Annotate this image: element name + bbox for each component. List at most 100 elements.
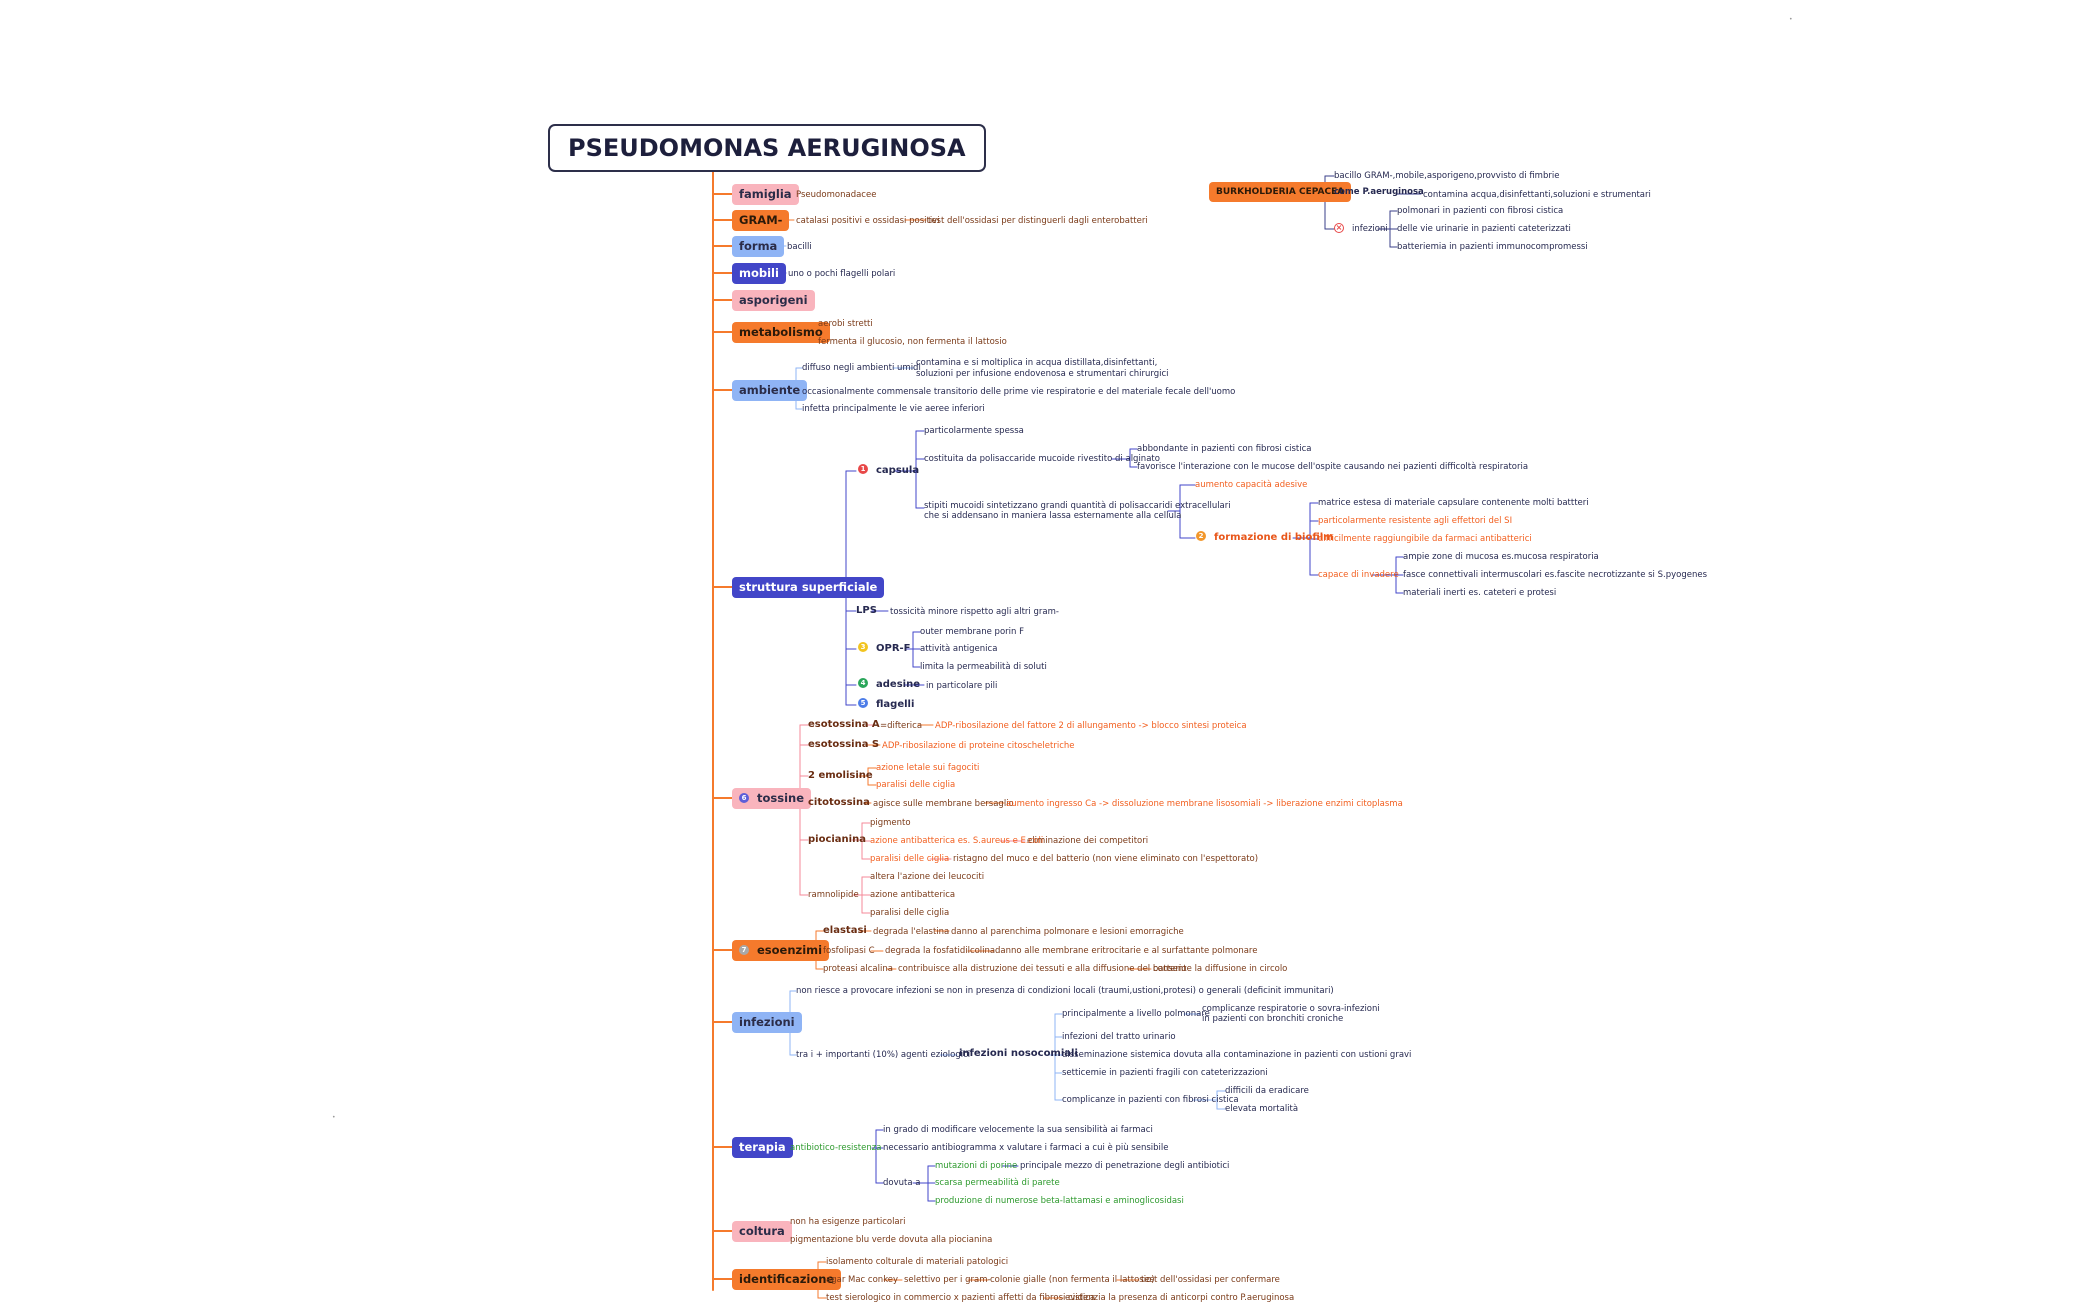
ramnolipide-leucociti[interactable]: altera l'azione dei leucociti xyxy=(870,872,985,882)
struttura-lps[interactable]: LPS xyxy=(856,605,877,616)
identificazione-colonie[interactable]: colonie gialle (non fermenta il lattosio… xyxy=(990,1275,1155,1285)
metabolismo-glucosio[interactable]: fermenta il glucosio, non fermenta il la… xyxy=(818,337,1007,347)
emolisine[interactable]: 2 emolisine xyxy=(808,770,873,781)
terapia-sensibilita[interactable]: in grado di modificare velocemente la su… xyxy=(883,1125,1153,1135)
noso-complicanze-1[interactable]: complicanze respiratorie o sovra-infezio… xyxy=(1202,1004,1380,1014)
biofilm-resistente[interactable]: particolarmente resistente agli effettor… xyxy=(1318,516,1513,526)
terapia-porine[interactable]: mutazioni di porine xyxy=(935,1161,1018,1171)
noso-urinario[interactable]: infezioni del tratto urinario xyxy=(1062,1032,1176,1042)
piocianina-ristagno[interactable]: ristagno del muco e del batterio (non vi… xyxy=(953,854,1259,864)
proteasi-circolo[interactable]: consente la diffusione in circolo xyxy=(1153,964,1288,974)
identificazione-macconkey[interactable]: agar Mac conkey xyxy=(826,1275,899,1285)
noso-complicanze-2[interactable]: in pazienti con bronchiti croniche xyxy=(1202,1014,1344,1024)
ambiente-commensale[interactable]: occasionalmente commensale transitorio d… xyxy=(802,387,1236,397)
esotossina-s[interactable]: esotossina S xyxy=(808,739,880,750)
biofilm-invadere[interactable]: capace di invadere xyxy=(1318,570,1399,580)
noso-setticemie[interactable]: setticemie in pazienti fragili con catet… xyxy=(1062,1068,1268,1078)
proteasi-distruzione[interactable]: contribuisce alla distruzione dei tessut… xyxy=(898,964,1187,974)
burkholderia-infezioni[interactable]: ×infezioni xyxy=(1334,222,1388,235)
category-identificazione[interactable]: identificazione xyxy=(732,1269,842,1290)
category-gram[interactable]: GRAM- xyxy=(732,210,790,231)
piocianina-competitori[interactable]: eliminazione dei competitori xyxy=(1027,836,1149,846)
mobili-value[interactable]: uno o pochi flagelli polari xyxy=(788,269,896,279)
elastasi-danno[interactable]: danno al parenchima polmonare e lesioni … xyxy=(951,927,1184,937)
piocianina-ciglia[interactable]: paralisi delle ciglia xyxy=(870,854,950,864)
category-coltura[interactable]: coltura xyxy=(732,1221,792,1242)
biofilm-matrice[interactable]: matrice estesa di materiale capsulare co… xyxy=(1318,498,1589,508)
identificazione-isolamento[interactable]: isolamento colturale di materiali patolo… xyxy=(826,1257,1009,1267)
category-ambiente[interactable]: ambiente xyxy=(732,380,808,401)
invadere-fasce[interactable]: fasce connettivali intermuscolari es.fas… xyxy=(1403,570,1708,580)
root-title[interactable]: PSEUDOMONAS AERUGINOSA xyxy=(548,124,986,172)
opr-permeabilita[interactable]: limita la permeabilità di soluti xyxy=(920,662,1047,672)
ambiente-contamina-2[interactable]: soluzioni per infusione endovenosa e str… xyxy=(916,369,1169,379)
terapia-antibiogramma[interactable]: necessario antibiogramma x valutare i fa… xyxy=(883,1143,1169,1153)
invadere-materiali[interactable]: materiali inerti es. cateteri e protesi xyxy=(1403,588,1557,598)
esotossina-s-adp[interactable]: ADP-ribosilazione di proteine citoschele… xyxy=(882,741,1075,751)
piocianina[interactable]: piocianina xyxy=(808,834,866,845)
opr-porin[interactable]: outer membrane porin F xyxy=(920,627,1024,637)
infezioni-condizioni[interactable]: non riesce a provocare infezioni se non … xyxy=(796,986,1334,996)
metabolismo-aerobi[interactable]: aerobi stretti xyxy=(818,319,873,329)
esotossina-a-adp[interactable]: ADP-ribosilazione del fattore 2 di allun… xyxy=(935,721,1247,731)
category-mobili[interactable]: mobili xyxy=(732,263,786,284)
terapia-permeabilita[interactable]: scarsa permeabilità di parete xyxy=(935,1178,1060,1188)
coltura-pigmentazione[interactable]: pigmentazione blu verde dovuta alla pioc… xyxy=(790,1235,993,1245)
capsula-spessa[interactable]: particolarmente spessa xyxy=(924,426,1024,436)
citotossina-membrane[interactable]: agisce sulle membrane bersaglio xyxy=(873,799,1014,809)
capsula-capacita-adesive[interactable]: aumento capacità adesive xyxy=(1195,480,1308,490)
capsula-polisaccaride[interactable]: costituita da polisaccaride mucoide rive… xyxy=(924,454,1160,464)
infezioni-nosocomiali[interactable]: infezioni nosocomiali xyxy=(959,1048,1078,1059)
ambiente-umidi[interactable]: diffuso negli ambienti umidi xyxy=(802,363,921,373)
category-struttura-superficiale[interactable]: struttura superficiale xyxy=(732,577,885,598)
fosfolipasi-danno[interactable]: danno alle membrane eritrocitarie e al s… xyxy=(995,946,1258,956)
identificazione-sierologico[interactable]: test sierologico in commercio x pazienti… xyxy=(826,1293,1096,1303)
burkholderia-come[interactable]: come P.aeruginosa xyxy=(1334,187,1424,197)
noso-disseminazione[interactable]: disseminazione sistemica dovuta alla con… xyxy=(1062,1050,1412,1060)
burkholderia-title[interactable]: BURKHOLDERIA CEPACEA xyxy=(1209,182,1352,202)
fosfolipasi[interactable]: fosfolipasi C xyxy=(823,946,875,956)
category-metabolismo[interactable]: metabolismo xyxy=(732,322,830,343)
esotossina-a[interactable]: esotossina A xyxy=(808,719,880,730)
burkholderia-batteriemia[interactable]: batteriemia in pazienti immunocompromess… xyxy=(1397,242,1588,252)
category-asporigeni[interactable]: asporigeni xyxy=(732,290,815,311)
terapia-antibiotico-resistenza[interactable]: antibiotico-resistenza xyxy=(790,1143,882,1153)
ramnolipide-antibatterica[interactable]: azione antibatterica xyxy=(870,890,956,900)
terapia-penetrazione[interactable]: principale mezzo di penetrazione degli a… xyxy=(1020,1161,1230,1171)
coltura-esigenze[interactable]: non ha esigenze particolari xyxy=(790,1217,906,1227)
identificazione-selettivo[interactable]: selettivo per i gram- xyxy=(904,1275,991,1285)
burkholderia-urinarie[interactable]: delle vie urinarie in pazienti cateteriz… xyxy=(1397,224,1571,234)
biofilm-farmaci[interactable]: difficilmente raggiungibile da farmaci a… xyxy=(1318,534,1532,544)
elastasi-degrada[interactable]: degrada l'elastina xyxy=(873,927,950,937)
piocianina-antibatterica[interactable]: azione antibatterica es. S.aureus e E.co… xyxy=(870,836,1044,846)
ramnolipide[interactable]: ramnolipide xyxy=(808,890,859,900)
opr-antigenica[interactable]: attività antigenica xyxy=(920,644,998,654)
ramnolipide-ciglia[interactable]: paralisi delle ciglia xyxy=(870,908,950,918)
invadere-mucosa[interactable]: ampie zone di mucosa es.mucosa respirato… xyxy=(1403,552,1599,562)
category-terapia[interactable]: terapia xyxy=(732,1137,793,1158)
adesine-pili[interactable]: in particolare pili xyxy=(926,681,998,691)
identificazione-ossidasi[interactable]: test dell'ossidasi per confermare xyxy=(1141,1275,1280,1285)
noso-eradicare[interactable]: difficili da eradicare xyxy=(1225,1086,1309,1096)
category-famiglia[interactable]: famiglia xyxy=(732,184,799,205)
proteasi-alcalina[interactable]: proteasi alcalina xyxy=(823,964,893,974)
famiglia-value[interactable]: Pseudomonadacee xyxy=(796,190,877,200)
citotossina-calcio[interactable]: aumento ingresso Ca -> dissoluzione memb… xyxy=(1006,799,1403,809)
terapia-beta-lattamasi[interactable]: produzione di numerose beta-lattamasi e … xyxy=(935,1196,1184,1206)
fosfolipasi-degrada[interactable]: degrada la fosfatidilcolina xyxy=(885,946,996,956)
terapia-dovuta[interactable]: dovuta a xyxy=(883,1178,921,1188)
identificazione-anticorpi[interactable]: evidenzia la presenza di anticorpi contr… xyxy=(1065,1293,1295,1303)
emolisine-ciglia[interactable]: paralisi delle ciglia xyxy=(876,780,956,790)
burkholderia-bacillo[interactable]: bacillo GRAM-,mobile,asporigeno,provvist… xyxy=(1334,171,1560,181)
piocianina-pigmento[interactable]: pigmento xyxy=(870,818,911,828)
lps-tossicita[interactable]: tossicità minore rispetto agli altri gra… xyxy=(890,607,1059,617)
noso-mortalita[interactable]: elevata mortalità xyxy=(1225,1104,1299,1114)
gram-catalasi[interactable]: catalasi positivi e ossidasi positivi xyxy=(796,216,940,226)
